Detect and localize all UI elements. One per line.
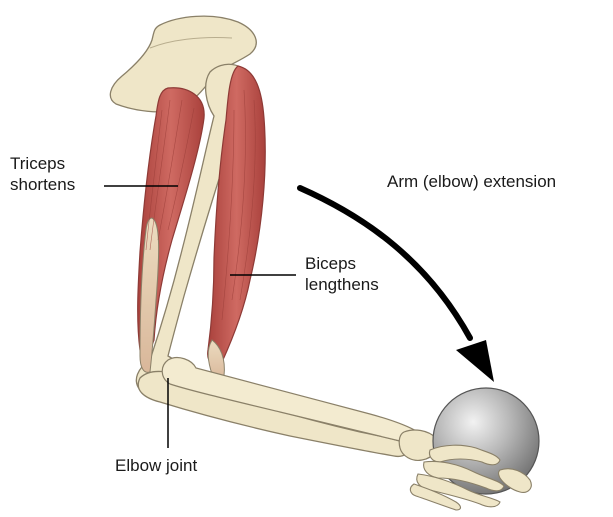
motion-label: Arm (elbow) extension	[387, 171, 556, 192]
arrow-head	[456, 340, 494, 382]
biceps-label-line1: Biceps	[305, 253, 379, 274]
triceps-label-line2: shortens	[10, 174, 75, 195]
triceps-label-line1: Triceps	[10, 153, 75, 174]
triceps-label: Triceps shortens	[10, 153, 75, 195]
elbow-joint-label: Elbow joint	[115, 455, 197, 476]
biceps-label-line2: lengthens	[305, 274, 379, 295]
biceps-label: Biceps lengthens	[305, 253, 379, 295]
